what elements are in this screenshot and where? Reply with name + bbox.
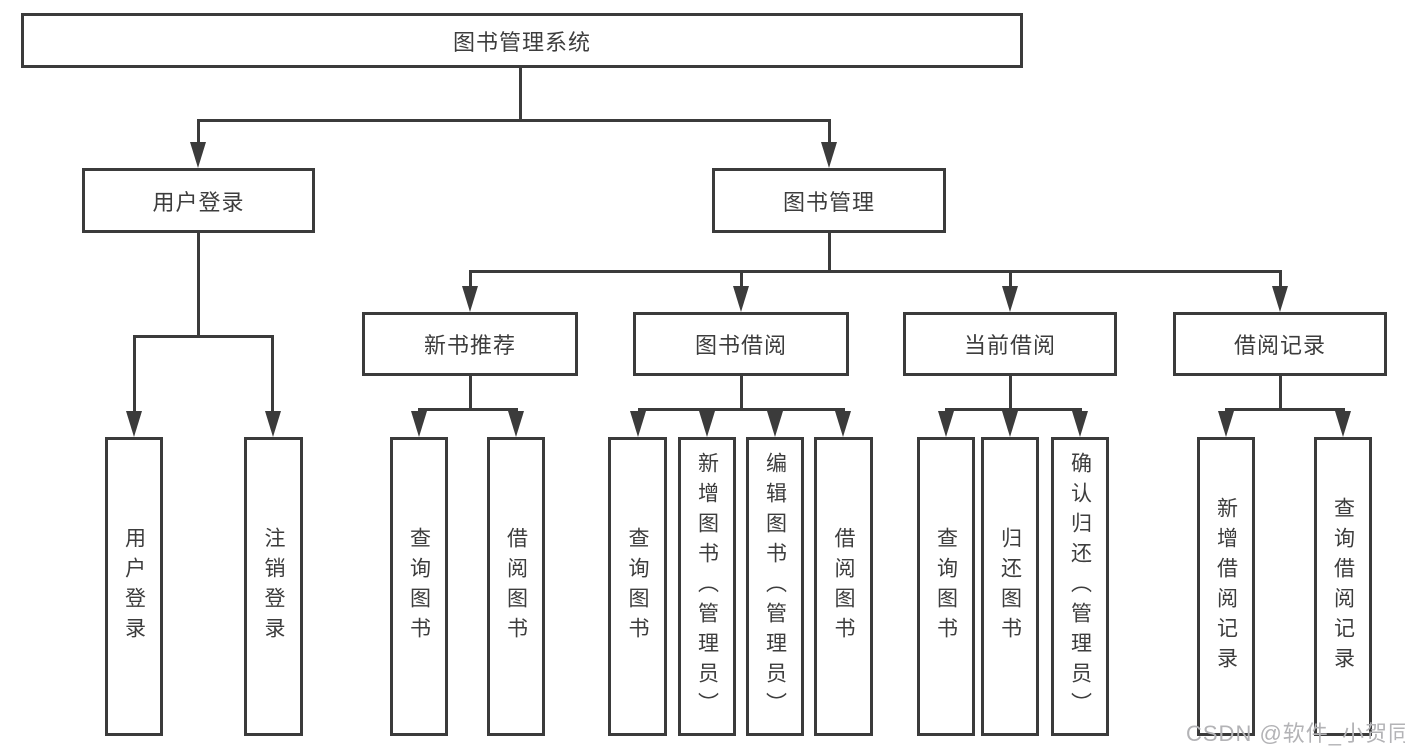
connector-root-splitter <box>197 119 831 122</box>
arrow-down-icon <box>462 286 478 312</box>
connector-login-splitter <box>133 335 274 338</box>
arrow-down-icon <box>1335 411 1351 437</box>
connector-borrow-splitter <box>638 408 845 411</box>
arrow-down-icon <box>1002 411 1018 437</box>
node-book-borrowing: 图书借阅 <box>633 312 849 376</box>
connector-stub-records <box>1279 270 1282 288</box>
node-book-management: 图书管理 <box>712 168 946 233</box>
leaf-borrow-books: 借阅图书 <box>814 437 873 736</box>
node-label: 确认归还（管理员） <box>1068 451 1092 722</box>
arrow-down-icon <box>265 411 281 437</box>
node-label: 查询图书 <box>626 526 649 647</box>
leaf-add-borrow-record: 新增借阅记录 <box>1197 437 1255 736</box>
arrow-down-icon <box>835 411 851 437</box>
connector-stub-current <box>1009 270 1012 288</box>
arrow-down-icon <box>190 142 206 168</box>
arrow-down-icon <box>411 411 427 437</box>
node-label: 图书管理 <box>782 189 875 215</box>
leaf-query-books-recommend: 查询图书 <box>390 437 448 736</box>
node-label: 编辑图书（管理员） <box>763 451 787 722</box>
leaf-query-books-current: 查询图书 <box>917 437 975 736</box>
arrow-down-icon <box>1218 411 1234 437</box>
connector-mgmt-stem <box>828 233 831 272</box>
arrow-down-icon <box>938 411 954 437</box>
node-label: 查询图书 <box>407 526 431 647</box>
leaf-borrow-books-recommend: 借阅图书 <box>487 437 545 736</box>
connector-login-stem <box>197 233 200 337</box>
arrow-down-icon <box>508 411 524 437</box>
connector-stub-user-login <box>197 119 200 147</box>
node-label: 借阅图书 <box>832 526 855 647</box>
node-label: 用户登录 <box>122 526 146 647</box>
connector-recommend-splitter <box>418 408 518 411</box>
node-label: 借阅记录 <box>1233 333 1326 358</box>
connector-records-stem <box>1279 376 1282 410</box>
connector-borrow-stem <box>740 376 743 410</box>
node-label: 新书推荐 <box>423 333 516 358</box>
arrow-down-icon <box>1072 411 1088 437</box>
node-current-borrowing: 当前借阅 <box>903 312 1117 376</box>
arrow-down-icon <box>733 286 749 312</box>
node-new-book-recommend: 新书推荐 <box>362 312 578 376</box>
arrow-down-icon <box>126 411 142 437</box>
leaf-add-books-admin: 新增图书（管理员） <box>678 437 736 736</box>
node-label: 查询借阅记录 <box>1331 496 1355 677</box>
leaf-return-books: 归还图书 <box>981 437 1039 736</box>
connector-stub-borrow <box>740 270 743 288</box>
arrow-down-icon <box>1272 286 1288 312</box>
leaf-query-books-borrowing: 查询图书 <box>608 437 667 736</box>
node-label: 注销登录 <box>262 526 285 647</box>
leaf-user-login: 用户登录 <box>105 437 163 736</box>
connector-mgmt-splitter <box>469 270 1281 273</box>
arrow-down-icon <box>767 411 783 437</box>
connector-current-stem <box>1009 376 1012 410</box>
leaf-logout: 注销登录 <box>244 437 303 736</box>
node-library-system: 图书管理系统 <box>21 13 1023 68</box>
connector-stub-recommend <box>469 270 472 288</box>
arrow-down-icon <box>699 411 715 437</box>
node-user-login: 用户登录 <box>82 168 315 233</box>
node-borrow-records: 借阅记录 <box>1173 312 1387 376</box>
connector-stub-login-left <box>133 335 136 414</box>
node-label: 新增图书（管理员） <box>695 451 719 722</box>
node-label: 图书借阅 <box>694 333 787 358</box>
connector-current-splitter <box>945 408 1082 411</box>
arrow-down-icon <box>630 411 646 437</box>
connector-root-stem <box>519 68 522 121</box>
connector-recommend-stem <box>469 376 472 410</box>
connector-stub-book-mgmt <box>828 119 831 147</box>
connector-records-splitter <box>1225 408 1345 411</box>
node-label: 新增借阅记录 <box>1214 496 1238 677</box>
node-label: 当前借阅 <box>963 333 1056 358</box>
arrow-down-icon <box>821 142 837 168</box>
leaf-confirm-return-admin: 确认归还（管理员） <box>1051 437 1109 736</box>
node-label: 借阅图书 <box>504 526 528 647</box>
node-label: 图书管理系统 <box>452 29 591 55</box>
arrow-down-icon <box>1002 286 1018 312</box>
node-label: 用户登录 <box>152 189 245 215</box>
csdn-watermark: CSDN @软件_小贺同学 <box>1186 721 1405 746</box>
leaf-edit-books-admin: 编辑图书（管理员） <box>746 437 804 736</box>
node-label: 归还图书 <box>998 526 1022 647</box>
leaf-query-borrow-record: 查询借阅记录 <box>1314 437 1372 736</box>
node-label: 查询图书 <box>934 526 958 647</box>
connector-stub-login-right <box>271 335 274 414</box>
